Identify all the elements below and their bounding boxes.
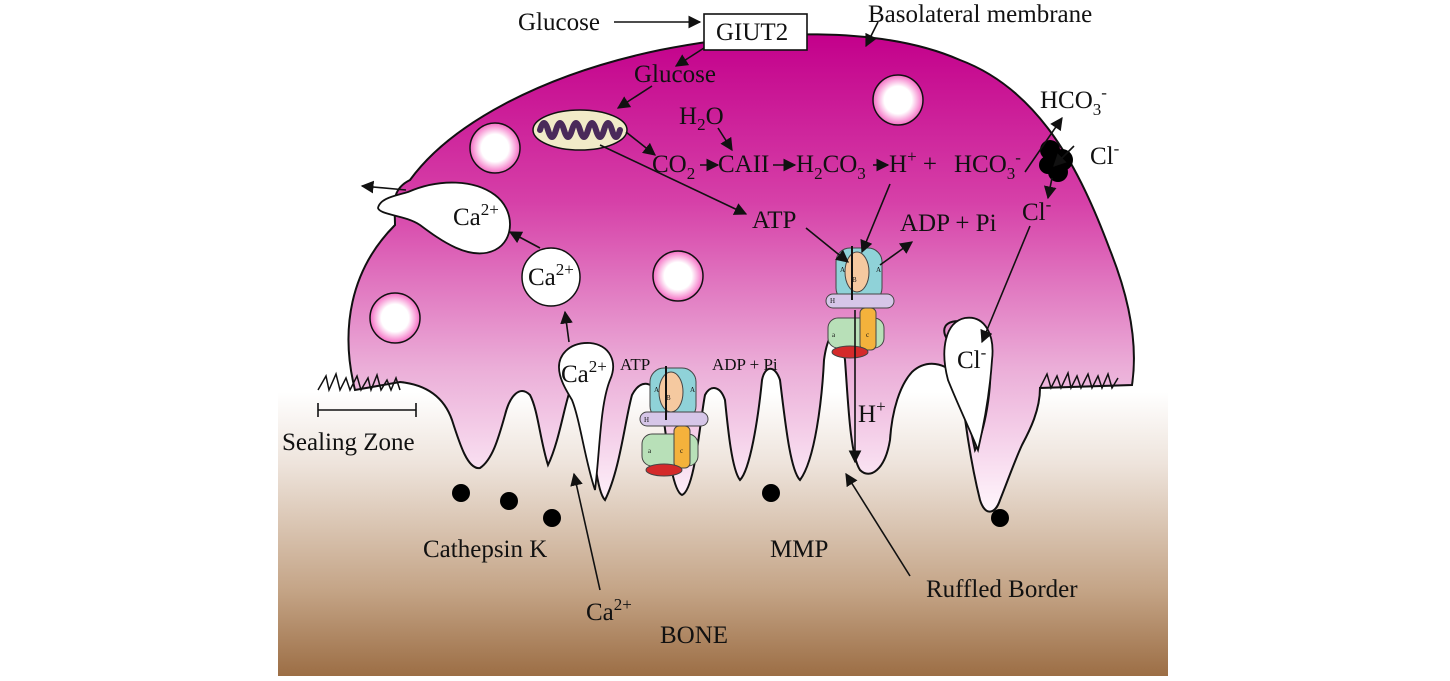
sealing-zone-bracket [317,403,417,417]
pump-label-a: A [876,266,881,274]
h2o-label: H2O [679,103,724,134]
mitochondrion [532,109,628,151]
sealing-zone-bristles [317,370,1119,393]
resorption-vesicle-channel [377,181,511,255]
hco3-mid-label: HCO3- [954,148,1021,183]
h-plus-label: H+ + [889,147,937,178]
ca-low-label: Ca2+ [561,357,607,388]
glut2-label: GIUT2 [716,19,788,46]
adp-pi-label: ADP + Pi [900,210,997,237]
ca-vesicle-label: Ca2+ [453,200,499,231]
ca-pocket [558,342,614,491]
v-atpase-pump-upper: A A B H a c [825,246,895,359]
sealing-zone-label: Sealing Zone [282,429,415,456]
adp-pi-small-label: ADP + Pi [712,355,778,374]
pump-label-a: A [654,386,659,394]
calcium-vesicle [521,247,581,307]
vesicle [652,250,704,302]
glucose-outside-label: Glucose [518,9,600,36]
arrows [360,15,1075,591]
cl-pocket [943,316,994,453]
v-atpase-pump-lower: A A B H a c [639,366,709,477]
h2co3-label: H2CO3 [796,151,866,183]
atp-label: ATP [752,207,796,234]
pump-label-h: H [644,416,649,424]
mmp-label: MMP [770,536,828,563]
enzyme-dots [452,484,1009,527]
vesicle [369,292,421,344]
ruffled-border-label: Ruffled Border [926,576,1078,603]
vesicle [872,74,924,126]
osteoclast-cell [347,33,1135,513]
atp-small-label: ATP [620,355,650,374]
pump-label-b: B [666,394,671,402]
pump-label-h: H [830,297,835,305]
cl-border-label: Cl- [957,343,987,374]
hco3-out-label: HCO3- [1040,83,1107,119]
glut2-transporter-box [703,13,808,51]
caii-label: CAII [718,151,769,178]
bone-label: BONE [660,622,728,649]
pump-label-a-sub: a [832,331,836,339]
ca-mid-label: Ca2+ [528,260,574,291]
pump-label-a-sub: a [648,447,652,455]
h-lacuna-label: H+ [858,397,886,428]
cl-in-label: Cl- [1022,195,1052,226]
basolateral-membrane-label: Basolateral membrane [868,1,1092,28]
pump-label-a: A [840,266,845,274]
co2-label: CO2 [652,151,695,183]
pump-label-a: A [690,386,695,394]
glucose-cell-label: Glucose [634,61,716,88]
pump-label-b: B [852,276,857,284]
pump-label-c: c [680,447,683,455]
ca-bone-label: Ca2+ [586,595,632,626]
vesicle [469,122,521,174]
cl-out-label: Cl- [1090,139,1120,170]
cathepsin-k-label: Cathepsin K [423,536,547,563]
pump-label-c: c [866,331,869,339]
